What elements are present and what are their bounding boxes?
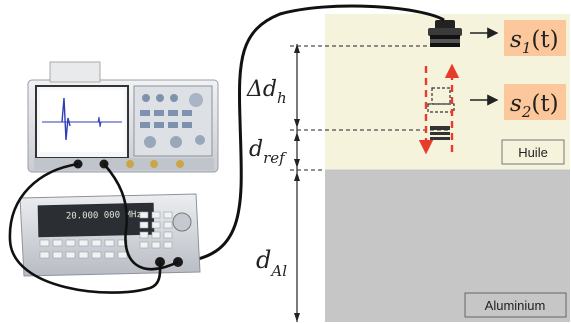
aluminium-label: Aluminium	[485, 298, 546, 313]
dal-label: dAl	[256, 246, 287, 280]
scope-gen-cable-1	[8, 162, 162, 294]
dimension-arrow-bottom	[294, 313, 300, 322]
s2-box	[504, 84, 566, 120]
dref-label: dref	[249, 137, 287, 167]
aluminium-label-box	[464, 292, 567, 318]
dimension-arrow-mid1	[294, 119, 300, 141]
scope-trace-pulse	[61, 97, 71, 141]
scope-trace-echo	[97, 116, 102, 128]
oil-label: Huile	[518, 145, 548, 160]
scope-gen-cable-2	[103, 163, 179, 271]
reflector-image	[430, 126, 450, 140]
delta-dh-label: Δdh	[246, 77, 287, 107]
oil-label-box	[501, 139, 565, 165]
dimension-arrow-top	[294, 44, 300, 53]
s1-box	[504, 20, 566, 56]
acoustic-path	[418, 63, 460, 155]
oscilloscope	[27, 61, 219, 173]
s2-label: s2(t)	[510, 91, 559, 121]
s1-label: s1(t)	[510, 27, 559, 57]
dimension-arrow-mid2	[294, 159, 300, 181]
transducer-image-dashed	[427, 87, 455, 113]
transducer	[428, 20, 462, 47]
transducer-cable	[177, 4, 445, 264]
generator-display: 20.000 000 MHz	[66, 210, 142, 222]
